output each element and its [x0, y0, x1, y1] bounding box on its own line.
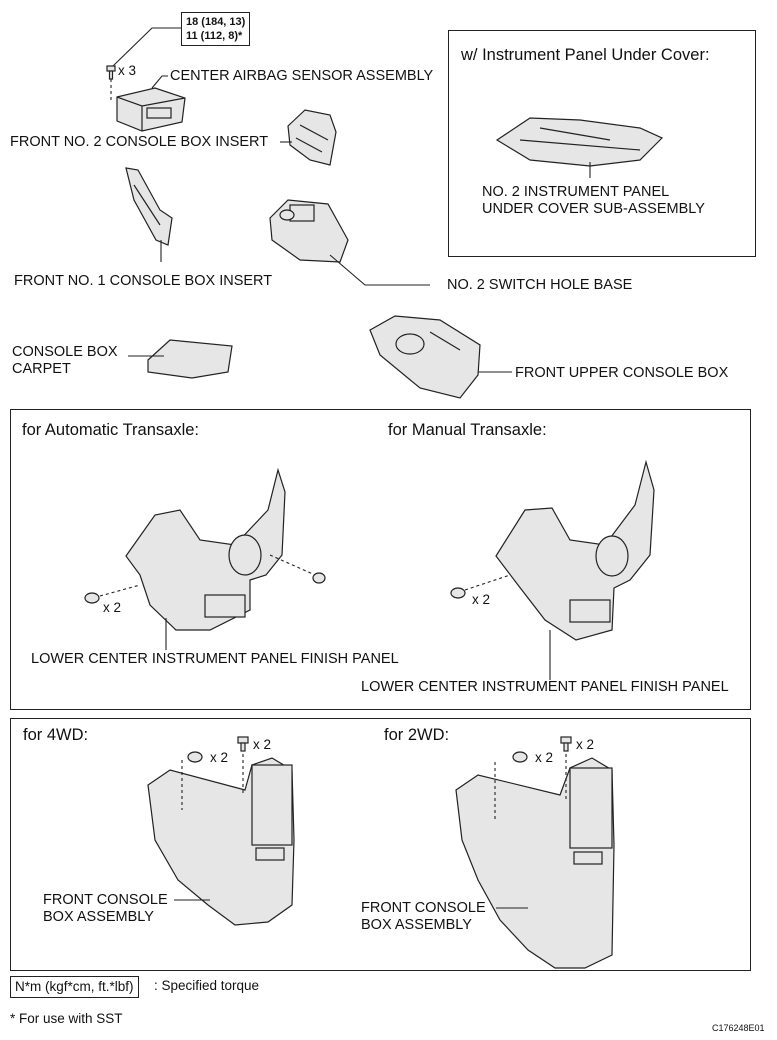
4wd-screw-count: x 2: [210, 750, 229, 765]
auto-screw-count: x 2: [103, 600, 122, 615]
4wd-screw-icon: [187, 751, 203, 763]
4wd-console-part: [147, 757, 295, 926]
manual-screw-icon: [450, 587, 466, 599]
2wd-console-label: FRONT CONSOLE BOX ASSEMBLY: [361, 900, 486, 933]
console-carpet-label: CONSOLE BOX CARPET: [12, 344, 118, 377]
torque-line-2: 11 (112, 8)*: [186, 30, 243, 42]
2wd-bolt-icon: [560, 736, 572, 752]
2wd-screw-count: x 2: [535, 750, 554, 765]
bolt-icon: [106, 65, 116, 80]
manual-transaxle-title: for Manual Transaxle:: [388, 421, 547, 439]
2wd-bolt-count: x 2: [576, 737, 595, 752]
switch-hole-leader: [329, 254, 430, 286]
torque-legend-text: : Specified torque: [154, 978, 260, 993]
bolt-count-label: x 3: [118, 63, 137, 78]
front-upper-console-part: [369, 315, 481, 399]
auto-finish-panel-part: [125, 467, 286, 631]
4wd-console-label: FRONT CONSOLE BOX ASSEMBLY: [43, 892, 168, 925]
4wd-bolt-icon: [237, 736, 249, 752]
front-no2-insert-label: FRONT NO. 2 CONSOLE BOX INSERT: [10, 134, 269, 150]
manual-finish-panel-part: [495, 459, 655, 641]
manual-finish-panel-label: LOWER CENTER INSTRUMENT PANEL FINISH PAN…: [361, 679, 729, 695]
4wd-title: for 4WD:: [23, 726, 89, 744]
transaxle-panel: for Automatic Transaxle: for Manual Tran…: [10, 409, 751, 710]
2wd-screw-icon: [512, 751, 528, 763]
center-airbag-label: CENTER AIRBAG SENSOR ASSEMBLY: [170, 68, 434, 84]
drive-panel: for 4WD: for 2WD: x 2 x 2 x 2 x 2 FRONT …: [10, 718, 751, 971]
front-no2-insert-part: [287, 109, 337, 166]
reference-code: C176248E01: [712, 1023, 765, 1033]
torque-spec-box: 18 (184, 13) 11 (112, 8)*: [181, 12, 251, 46]
footnote: * For use with SST: [10, 1011, 123, 1026]
no2-switch-hole-label: NO. 2 SWITCH HOLE BASE: [447, 277, 633, 293]
front-no1-insert-part: [125, 167, 173, 246]
under-cover-title: w/ Instrument Panel Under Cover:: [461, 46, 710, 64]
torque-line-1: 18 (184, 13): [186, 16, 246, 28]
airbag-leader-line: [151, 75, 168, 89]
auto-side-screw-icon: [312, 572, 326, 584]
auto-finish-panel-label: LOWER CENTER INSTRUMENT PANEL FINISH PAN…: [31, 651, 399, 667]
4wd-bolt-count: x 2: [253, 737, 272, 752]
center-airbag-sensor-part: [116, 87, 186, 132]
torque-leader-line: [111, 27, 181, 68]
under-cover-panel: w/ Instrument Panel Under Cover: NO. 2 I…: [448, 30, 756, 257]
manual-screw-count: x 2: [472, 592, 491, 607]
console-carpet-part: [147, 339, 233, 379]
2wd-title: for 2WD:: [384, 726, 450, 744]
front-no1-insert-label: FRONT NO. 1 CONSOLE BOX INSERT: [14, 273, 273, 289]
auto-transaxle-title: for Automatic Transaxle:: [22, 421, 199, 439]
switch-hole-base-part: [269, 199, 349, 263]
front-upper-console-label: FRONT UPPER CONSOLE BOX: [515, 365, 729, 381]
under-cover-part: [495, 117, 664, 167]
under-cover-label: NO. 2 INSTRUMENT PANEL UNDER COVER SUB-A…: [482, 184, 705, 217]
auto-screw-icon: [84, 592, 100, 604]
torque-legend-symbol: N*m (kgf*cm, ft.*lbf): [10, 976, 139, 998]
